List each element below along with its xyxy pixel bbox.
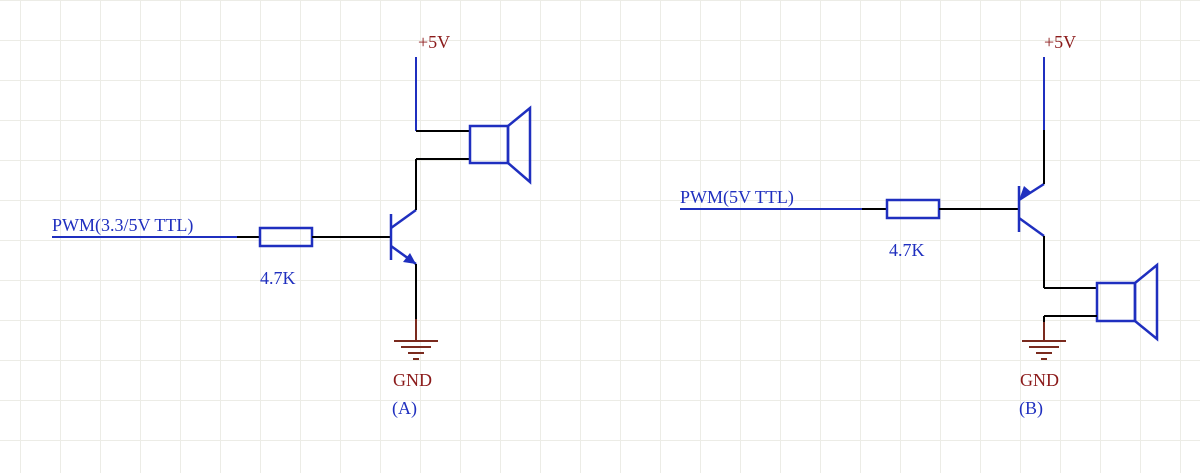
speaker-a-cone <box>506 105 532 185</box>
transistor-b-emitter <box>1018 182 1045 202</box>
power-label-a: +5V <box>418 32 450 52</box>
speaker-b-magnet <box>1095 281 1137 323</box>
resistor-a <box>258 226 314 248</box>
transistor-b-collector <box>1018 216 1045 238</box>
transistor-a-collector <box>390 208 417 230</box>
speaker-a-magnet <box>468 124 510 165</box>
resistor-value-a: 4.7K <box>260 268 296 288</box>
ground-symbol-a <box>394 340 438 360</box>
ground-label-a: GND <box>393 370 432 390</box>
input-label-a: PWM(3.3/5V TTL) <box>52 215 193 236</box>
ground-label-b: GND <box>1020 370 1059 390</box>
power-label-b: +5V <box>1044 32 1076 52</box>
circuit-a: PWM(3.3/5V TTL) 4.7K +5V <box>52 32 532 419</box>
transistor-b-arrow <box>1019 186 1031 200</box>
speaker-b <box>1095 262 1159 342</box>
speaker-b-cone <box>1133 262 1159 342</box>
circuit-b: PWM(5V TTL) 4.7K +5V <box>680 32 1159 419</box>
caption-a: (A) <box>392 398 417 419</box>
speaker-a <box>468 105 532 185</box>
input-label-b: PWM(5V TTL) <box>680 187 794 208</box>
resistor-b <box>885 198 941 220</box>
ground-symbol-b <box>1022 340 1066 360</box>
transistor-b <box>1017 182 1045 238</box>
caption-b: (B) <box>1019 398 1043 419</box>
transistor-a <box>389 208 417 266</box>
resistor-value-b: 4.7K <box>889 240 925 260</box>
transistor-a-arrow <box>403 253 416 264</box>
